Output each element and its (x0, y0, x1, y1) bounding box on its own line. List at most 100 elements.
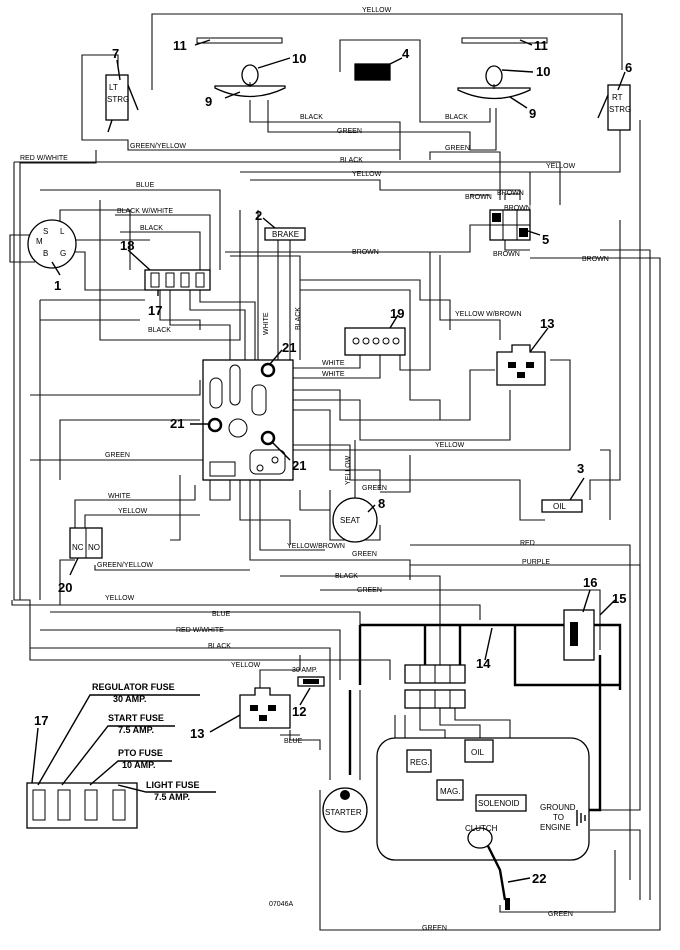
left-steering-label-1: LT (109, 83, 118, 92)
callout-21-top: 21 (282, 340, 296, 355)
wire-label: BLACK (335, 573, 358, 580)
callout-15: 15 (612, 591, 626, 606)
wire-label: YELLOW/BROWN (287, 543, 345, 550)
wire-label: YELLOW (546, 163, 576, 170)
callout-7: 7 (112, 46, 119, 61)
oil-pressure-switch: OIL (541, 499, 583, 513)
ground-label-1: GROUND (540, 803, 576, 812)
callout-9-right: 9 (529, 106, 536, 121)
wire-label: BLACK (445, 114, 468, 121)
wire-label: WHITE (322, 371, 345, 378)
seat-label: SEAT (340, 516, 360, 525)
wire-labels: YELLOW BLACK BLACK GREEN GREEN/YELLOW GR… (20, 7, 609, 932)
brake-switch: BRAKE (264, 227, 306, 241)
wire-label: BLACK (148, 327, 171, 334)
left-headlight (214, 64, 286, 98)
clutch-connector (505, 898, 510, 910)
callout-10-left: 10 (292, 51, 306, 66)
fuse-block-upper (144, 269, 211, 291)
regulator-fuse-amp: 30 AMP. (113, 694, 147, 704)
callout-10-right: 10 (536, 64, 550, 79)
callout-14: 14 (476, 656, 491, 671)
wire-label: GREEN (357, 587, 382, 594)
oil-switch-label: OIL (553, 502, 566, 511)
left-steering-switch: LT STRG (105, 74, 139, 133)
wire-label: GREEN/YELLOW (97, 562, 153, 569)
ignition-g: G (60, 249, 66, 258)
ground-label-3: ENGINE (540, 823, 571, 832)
engine-block: REG. OIL MAG. SOLENOID GROUND TO ENGINE … (376, 737, 590, 901)
pto-fuse-amp: 10 AMP. (122, 760, 156, 770)
ignition-s: S (43, 227, 48, 236)
wire-label: BLACK (140, 225, 163, 232)
wire-label: GREEN (422, 925, 447, 932)
brake-label: BRAKE (272, 230, 299, 239)
right-steering-label-1: RT (612, 93, 623, 102)
wire-label: GREEN (362, 485, 387, 492)
callout-3: 3 (577, 461, 584, 476)
callout-22: 22 (532, 871, 546, 886)
callout-16: 16 (583, 575, 597, 590)
reg-label: REG. (410, 758, 430, 767)
light-fuse-label: LIGHT FUSE (146, 780, 200, 790)
callout-11-right: 11 (534, 38, 548, 53)
light-fuse-amp: 7.5 AMP. (154, 792, 190, 802)
engine-oil-label: OIL (471, 748, 484, 757)
ignition-m: M (36, 237, 43, 246)
wire-label: BLACK (340, 157, 363, 164)
callout-12: 12 (292, 704, 306, 719)
wire-label: WHITE (108, 493, 131, 500)
callout-19: 19 (390, 306, 404, 321)
drawing-number: 07046A (269, 901, 293, 908)
right-light-lens (461, 37, 548, 44)
wire-label: YELLOW (352, 171, 382, 178)
callout-9-left: 9 (205, 94, 212, 109)
right-steering-switch: RT STRG (597, 84, 631, 131)
wire-label: YELLOW W/BROWN (455, 311, 522, 318)
nc-label: NC (72, 543, 84, 552)
wire-label: BROWN (465, 194, 492, 201)
mag-label: MAG. (440, 787, 460, 796)
wire-label: BLUE (212, 611, 231, 618)
wire-label: BLACK (300, 114, 323, 121)
hour-meter (344, 327, 406, 356)
wire-label: WHITE (322, 360, 345, 367)
wire-label: BLACK (208, 643, 231, 650)
wire-label: BROWN (504, 205, 531, 212)
wire-label: YELLOW (105, 595, 135, 602)
wire-label: GREEN (445, 145, 470, 152)
fuse-block-legend: REGULATOR FUSE 30 AMP. START FUSE 7.5 AM… (26, 682, 216, 829)
callout-2: 2 (255, 208, 262, 223)
wire-label: RED (520, 540, 535, 547)
callout-6: 6 (625, 60, 632, 75)
start-fuse-amp: 7.5 AMP. (118, 725, 154, 735)
callout-21-bottom: 21 (292, 458, 306, 473)
ignition-l: L (60, 227, 65, 236)
callout-8: 8 (378, 496, 385, 511)
main-module-plate (202, 359, 294, 481)
callout-20: 20 (58, 580, 72, 595)
wire-label: GREEN (548, 911, 573, 918)
callout-17-upper: 17 (148, 303, 162, 318)
callout-numbers: 7 11 11 10 10 9 9 4 6 1 2 5 18 17 19 13 … (34, 38, 632, 908)
starter-motor: STARTER (322, 787, 368, 833)
left-light-lens (196, 37, 283, 44)
nc-no-switch: NC NO (69, 527, 103, 559)
terminal-strips (404, 664, 466, 709)
callout-11-left: 11 (173, 38, 187, 53)
wire-label: BLUE (136, 182, 155, 189)
callout-13-lower: 13 (190, 726, 204, 741)
ignition-switch: S L M B G (27, 219, 77, 269)
solenoid-label: SOLENOID (478, 799, 520, 808)
relay-upper (496, 344, 546, 386)
callout-13-upper: 13 (540, 316, 554, 331)
starter-label: STARTER (325, 808, 362, 817)
right-headlight (457, 65, 531, 100)
wire-label: YELLOW (345, 455, 352, 485)
fuse-30-label: 30 AMP. (292, 667, 318, 674)
wire-label: BLACK W/WHITE (117, 208, 173, 215)
wire-label: GREEN (105, 452, 130, 459)
wire-label: BROWN (493, 251, 520, 258)
right-steering-label-2: STRG (609, 105, 631, 114)
